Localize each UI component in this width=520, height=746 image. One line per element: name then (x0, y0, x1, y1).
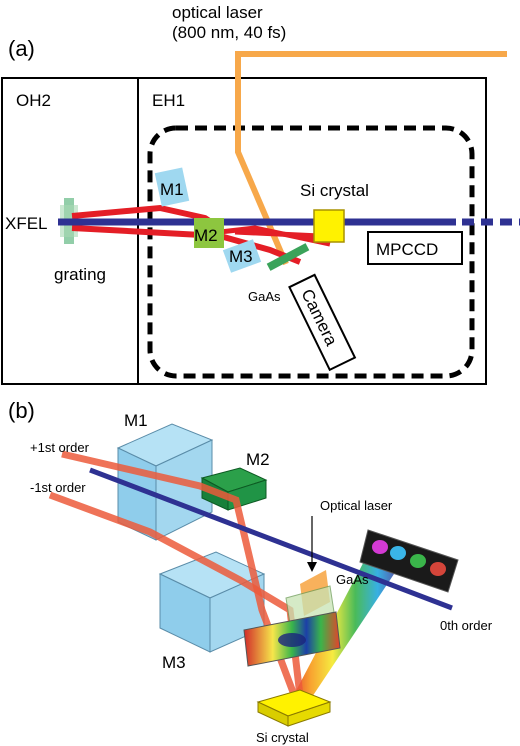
eh1-label: EH1 (152, 91, 185, 110)
optical-laser-b-label: Optical laser (320, 498, 393, 513)
m1-label: M1 (160, 180, 184, 199)
mpccd-blob-4 (430, 562, 446, 576)
xfel-label: XFEL (5, 214, 48, 233)
mpccd-blob-2 (390, 546, 406, 560)
recombined-beam-lower (234, 229, 321, 239)
camera-box (288, 273, 357, 372)
mpccd-label: MPCCD (376, 240, 438, 259)
mpccd-blob-1 (372, 540, 388, 554)
mpccd-blob-3 (410, 554, 426, 568)
m2-label: M2 (194, 226, 218, 245)
m1-mirror (154, 167, 190, 207)
chamber-outline (147, 125, 475, 379)
panel-a-tag: (a) (8, 36, 35, 61)
optical-laser-arrowhead (307, 562, 317, 572)
si-crystal-block (256, 689, 332, 727)
m2-b-label: M2 (246, 450, 270, 469)
zeroth-order-beam (89, 467, 453, 611)
gaas-label: GaAs (248, 289, 281, 304)
zero-order-label: 0th order (440, 618, 493, 633)
panel-b-tag: (b) (8, 398, 35, 423)
m1-b-label: M1 (124, 411, 148, 430)
m2-mirror (194, 218, 224, 248)
si-crystal-label: Si crystal (300, 181, 369, 200)
grating-label: grating (54, 265, 106, 284)
laser-label-line1: optical laser (172, 3, 263, 22)
minus-order-label: -1st order (30, 480, 86, 495)
m3-mirror (222, 239, 262, 273)
m3-label: M3 (229, 247, 253, 266)
si-crystal-b-label: Si crystal (256, 730, 309, 745)
gaas-sample (266, 243, 310, 271)
laser-label-line2: (800 nm, 40 fs) (172, 23, 286, 42)
si-crystal (313, 209, 345, 243)
gaas-b-label: GaAs (336, 572, 369, 587)
diffraction-fan (288, 550, 400, 706)
optical-laser-path (235, 51, 507, 266)
recombined-beam-upper (219, 225, 331, 247)
m3-b-label: M3 (162, 653, 186, 672)
oh2-label: OH2 (16, 91, 51, 110)
plus-order-label: +1st order (30, 440, 90, 455)
mpccd-detector (367, 231, 463, 265)
camera-image-spot (278, 633, 306, 647)
